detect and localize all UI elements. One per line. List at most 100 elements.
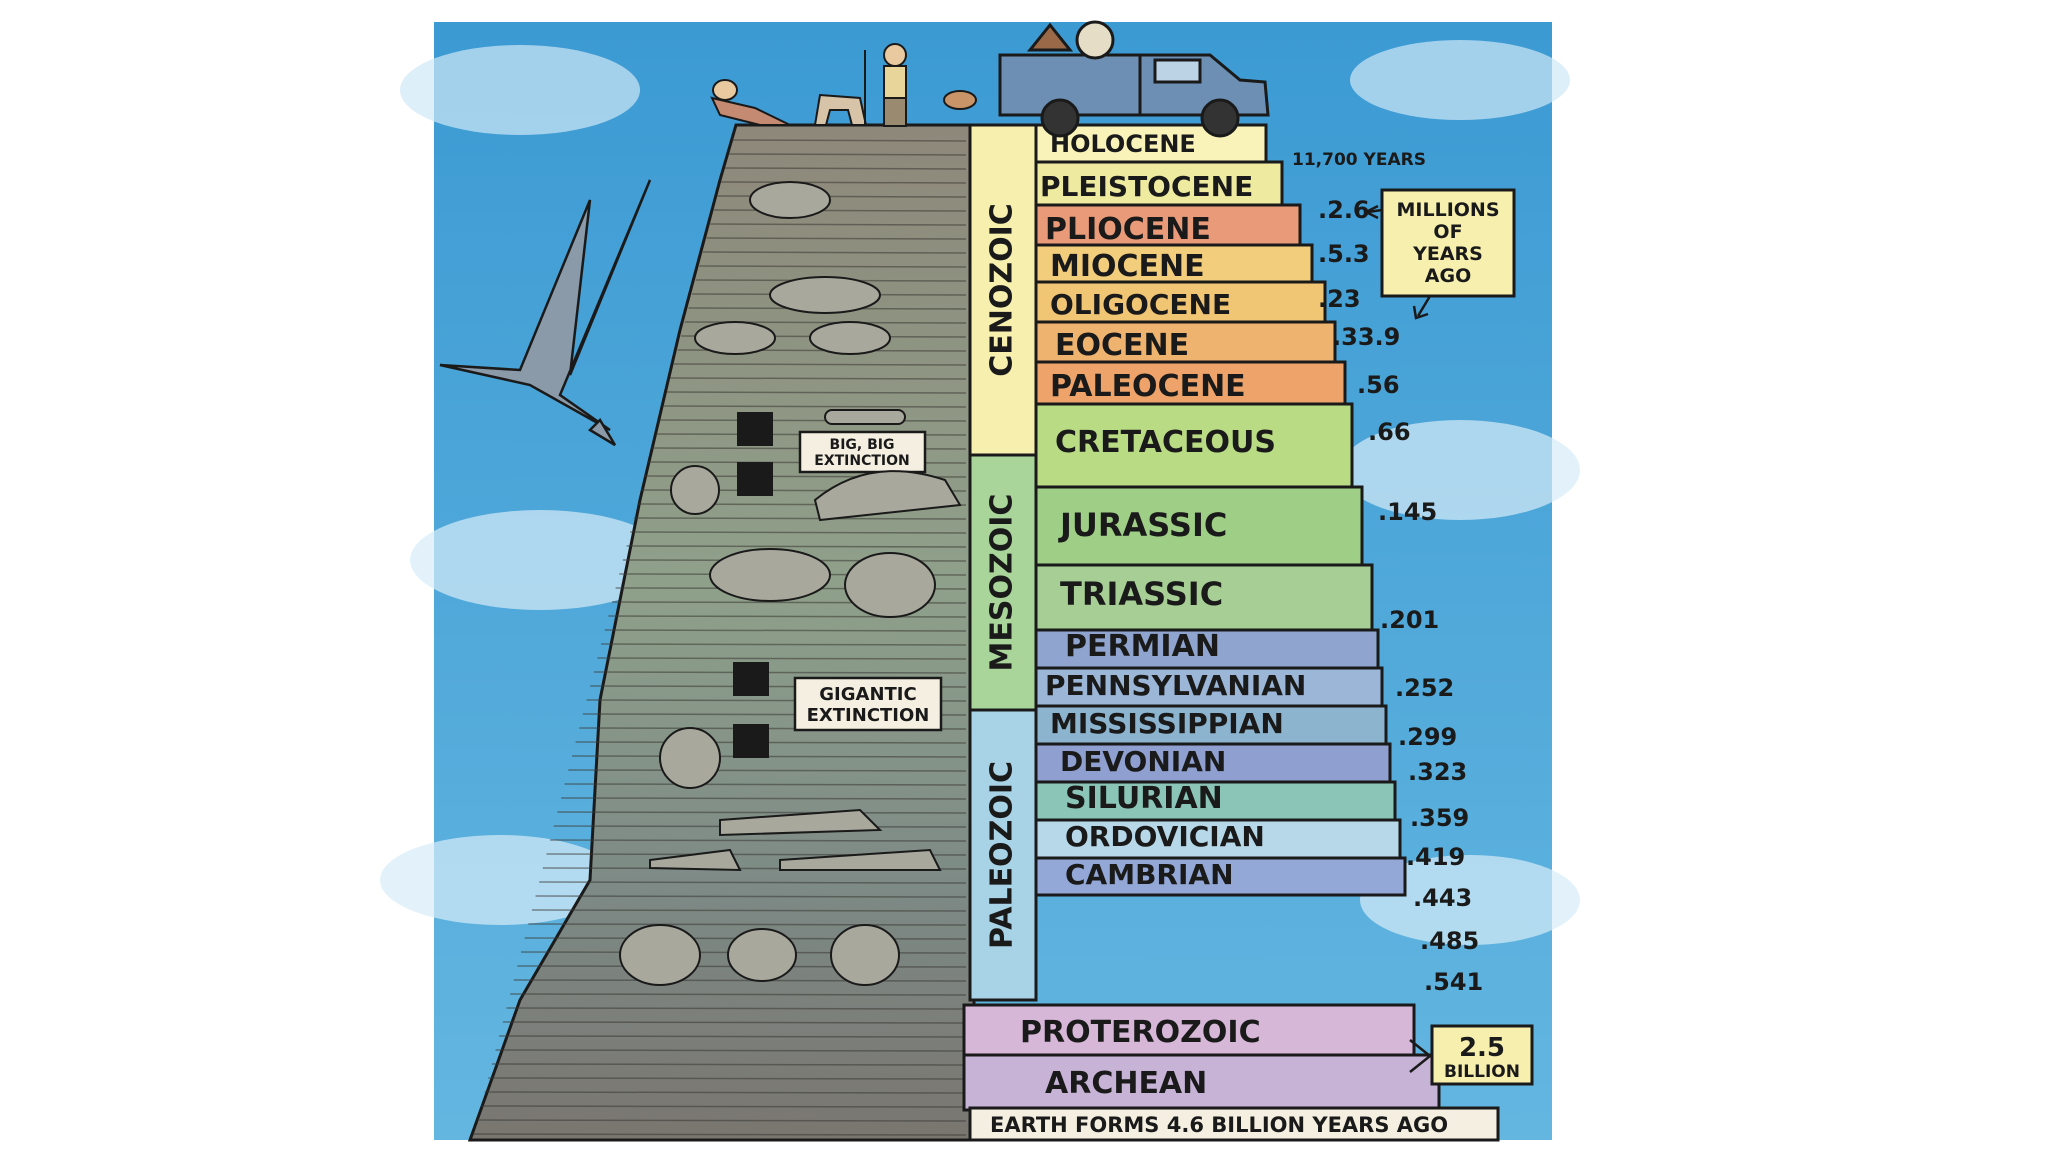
period-label-triassic: TRIASSIC <box>1060 575 1223 613</box>
age-label-pleistocene: .2.6 <box>1318 196 1370 224</box>
precambrian-bands: PROTEROZOIC ARCHEAN <box>964 1005 1439 1110</box>
fish-fossil-icon <box>810 322 890 354</box>
period-label-permian: PERMIAN <box>1065 629 1220 664</box>
rock-stratum-line <box>663 406 966 407</box>
age-label-miocene: .23 <box>1318 285 1361 313</box>
bottom-banner: EARTH FORMS 4.6 BILLION YEARS AGO <box>970 1108 1498 1140</box>
rock-stratum-line <box>557 812 966 813</box>
bottom-banner-text: EARTH FORMS 4.6 BILLION YEARS AGO <box>990 1113 1448 1137</box>
rock-stratum-line <box>728 154 966 155</box>
period-label-pliocene: PLIOCENE <box>1045 212 1211 247</box>
dinosaur-skull-icon <box>770 277 880 313</box>
rock-stratum-line <box>481 1106 966 1107</box>
age-label-jurassic: .201 <box>1380 606 1439 634</box>
age-label-cambrian: .541 <box>1424 968 1483 996</box>
rock-stratum-line <box>667 392 966 393</box>
rock-stratum-line <box>496 1050 967 1051</box>
rock-stratum-line <box>703 252 966 253</box>
trilobite-icon <box>728 929 796 981</box>
era-label-paleozoic: PALEOZOIC <box>985 761 1020 949</box>
period-label-paleocene: PALEOCENE <box>1050 369 1246 404</box>
period-label-ordovician: ORDOVICIAN <box>1065 820 1265 853</box>
units-note-line-3: YEARS <box>1412 243 1483 265</box>
extinction-tp-letter-t: T <box>742 665 760 695</box>
trilobite-icon <box>831 925 899 985</box>
rock-stratum-line <box>499 1036 966 1037</box>
rock-stratum-line <box>528 924 966 925</box>
rock-stratum-line <box>601 644 966 645</box>
rock-stratum-line <box>605 630 966 631</box>
age-label-eocene: .56 <box>1357 371 1400 399</box>
billion-value: 2.5 <box>1459 1033 1505 1063</box>
extinction-tk-letter-t: T <box>746 415 764 445</box>
age-label-paleocene: .66 <box>1368 418 1411 446</box>
period-label-cretaceous: CRETACEOUS <box>1055 425 1276 460</box>
period-label-pleistocene: PLEISTOCENE <box>1040 170 1253 203</box>
extinction-tk-letter-k: K <box>745 465 766 495</box>
rock-stratum-line <box>725 168 966 169</box>
rock-stratum-line <box>732 140 966 141</box>
bone-icon <box>825 410 905 424</box>
rock-stratum-line <box>634 518 966 519</box>
period-label-oligocene: OLIGOCENE <box>1050 288 1231 321</box>
rock-stratum-line <box>514 980 966 981</box>
rock-stratum-line <box>699 266 966 267</box>
era-column: CENOZOIC MESOZOIC PALEOZOIC <box>970 125 1036 1000</box>
rock-stratum-line <box>474 1134 966 1135</box>
period-label-silurian: SILURIAN <box>1065 781 1223 816</box>
age-label-pliocene: .5.3 <box>1318 240 1370 268</box>
dinosaur-skull-icon <box>750 182 830 218</box>
ammonite-icon <box>660 728 720 788</box>
period-label-pennsylvanian: PENNSYLVANIAN <box>1045 669 1306 702</box>
rock-stratum-line <box>532 910 966 911</box>
rabbit-icon <box>944 91 976 109</box>
extinction-tk-note-1: BIG, BIG <box>830 437 895 453</box>
rock-stratum-line <box>608 616 966 617</box>
rock-stratum-line <box>477 1120 966 1121</box>
rock-stratum-line <box>561 798 966 799</box>
rock-stratum-line <box>594 672 966 673</box>
age-label-triassic: .252 <box>1395 674 1454 702</box>
rock-stratum-line <box>488 1078 966 1079</box>
rock-stratum-line <box>576 742 966 743</box>
period-label-holocene: HOLOCENE <box>1050 130 1196 158</box>
extinction-tp-note-1: GIGANTIC <box>819 684 916 705</box>
period-label-mississippian: MISSISSIPPIAN <box>1050 707 1284 740</box>
era-label-mesozoic: MESOZOIC <box>985 494 1020 672</box>
extinction-tp-note-2: EXTINCTION <box>807 705 930 726</box>
rock-stratum-line <box>721 182 966 183</box>
fish-fossil-icon <box>695 322 775 354</box>
ammonite-icon <box>1077 22 1113 58</box>
age-label-oligocene: .33.9 <box>1332 323 1400 351</box>
rock-stratum-line <box>492 1064 966 1065</box>
rock-stratum-line <box>710 224 966 225</box>
age-label-devonian: .419 <box>1406 843 1465 871</box>
rock-stratum-line <box>565 784 966 785</box>
rock-stratum-line <box>510 994 966 995</box>
rock-stratum-line <box>506 1008 966 1009</box>
billion-unit: BILLION <box>1444 1062 1520 1082</box>
period-label-cambrian: CAMBRIAN <box>1065 858 1234 891</box>
extinction-tk-note-2: EXTINCTION <box>814 453 909 469</box>
leaf-fossil-icon <box>845 553 935 617</box>
age-label-cretaceous: .145 <box>1378 498 1437 526</box>
dinosaur-skull-icon <box>710 549 830 601</box>
rock-stratum-line <box>670 378 966 379</box>
period-label-miocene: MIOCENE <box>1050 249 1205 284</box>
units-note-line-4: AGO <box>1425 265 1471 287</box>
period-label-archean: ARCHEAN <box>1045 1066 1207 1101</box>
ammonite-icon <box>671 466 719 514</box>
rock-stratum-line <box>485 1092 966 1093</box>
rock-stratum-line <box>659 420 966 421</box>
rock-stratum-line <box>630 532 966 533</box>
rock-stratum-line <box>550 840 966 841</box>
period-label-proterozoic: PROTEROZOIC <box>1020 1015 1261 1050</box>
age-label-mississippian: .359 <box>1410 804 1469 832</box>
rock-stratum-line <box>568 770 966 771</box>
age-label-permian: .299 <box>1398 723 1457 751</box>
rock-stratum-line <box>536 896 966 897</box>
rock-stratum-line <box>707 238 966 239</box>
rock-stratum-line <box>627 546 966 547</box>
era-label-cenozoic: CENOZOIC <box>985 203 1020 377</box>
rock-stratum-line <box>714 210 966 211</box>
